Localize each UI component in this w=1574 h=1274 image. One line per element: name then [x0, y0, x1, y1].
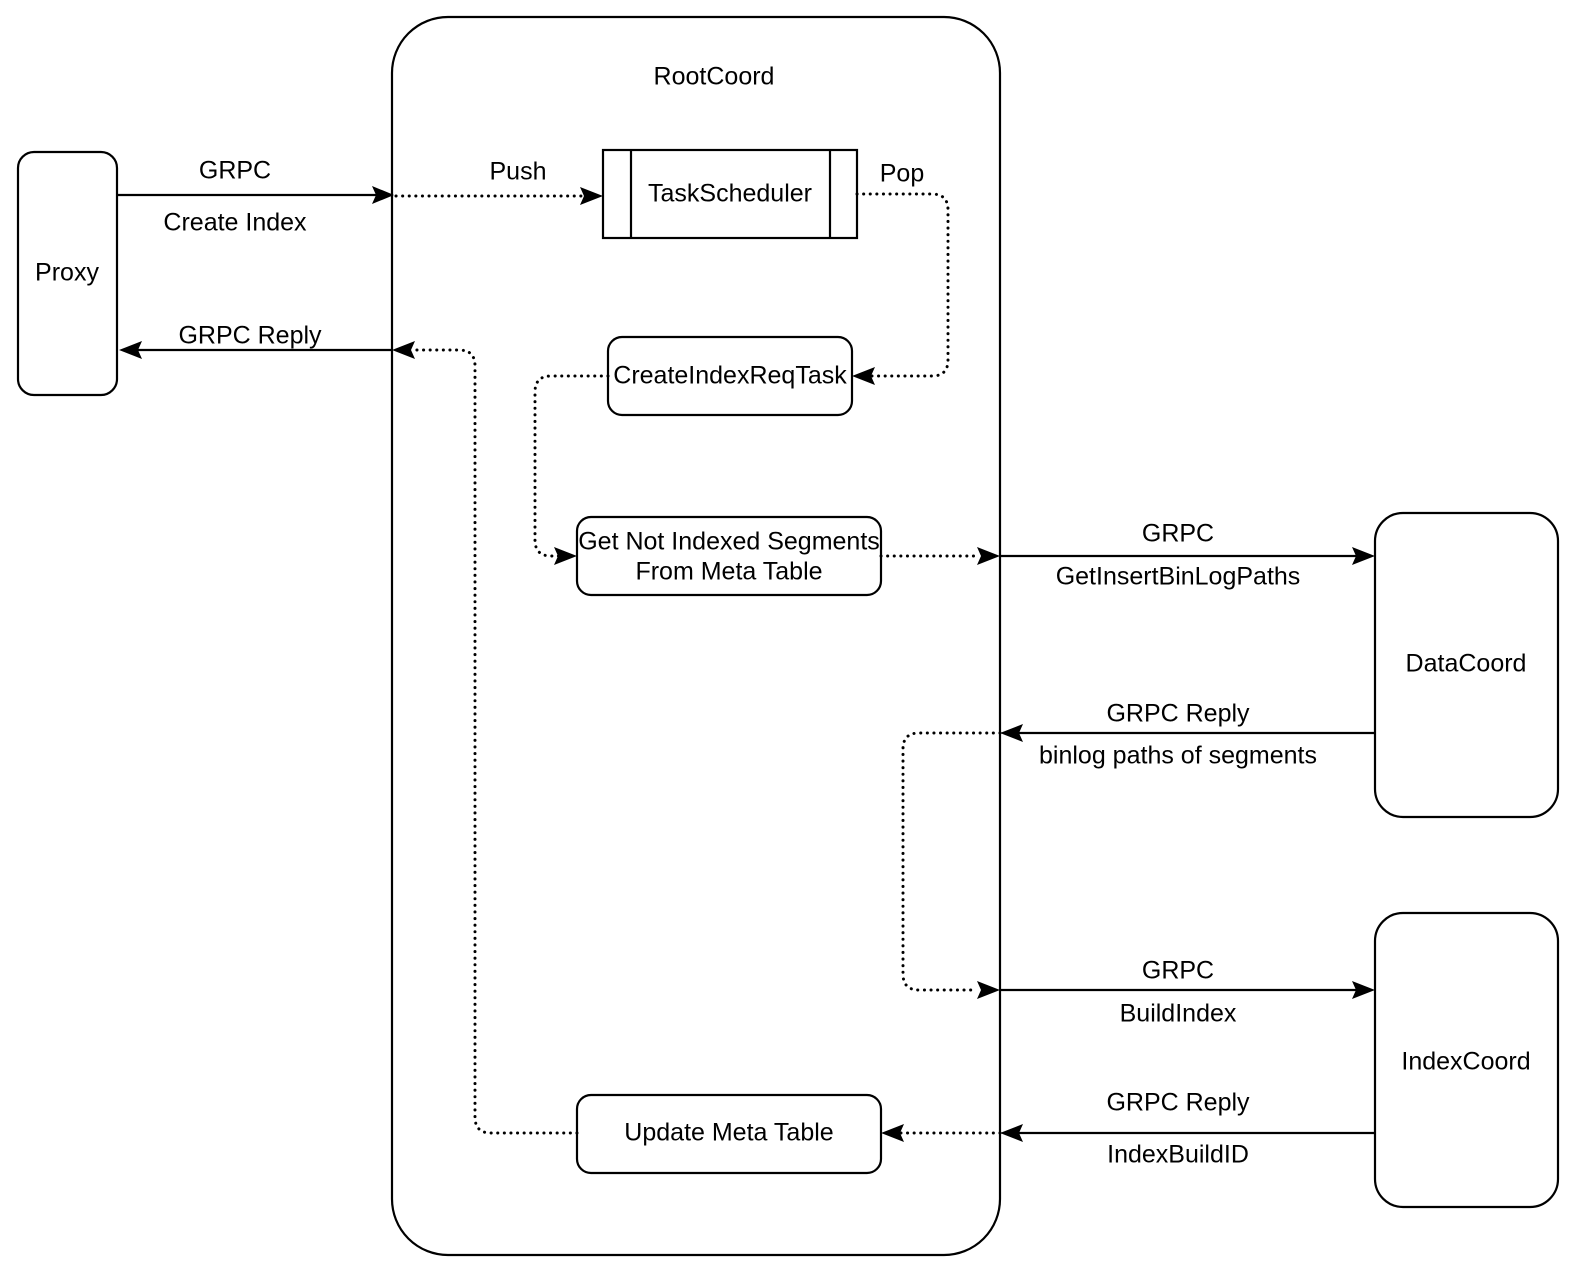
rootcoord-container — [390, 15, 1002, 1257]
edge-rootcoord-to-indexcoord-arrowhead — [1352, 981, 1375, 999]
edge-task-to-get-segments-arrowhead — [554, 547, 577, 565]
node-get-not-indexed-segments-label-line1: Get Not Indexed Segments — [578, 528, 880, 556]
node-proxy[interactable] — [16, 150, 119, 397]
node-task-scheduler[interactable] — [601, 148, 859, 240]
edge-update-meta-table-to-reply-arrowhead — [392, 341, 415, 359]
edge-rootcoord-to-indexcoord-label-line1: GRPC — [1142, 957, 1214, 985]
edge-rootcoord-to-datacoord-label-line2: GetInsertBinLogPaths — [1056, 563, 1301, 591]
node-create-index-req-task-label: CreateIndexReqTask — [613, 362, 847, 390]
node-update-meta-table-label: Update Meta Table — [624, 1119, 833, 1147]
edge-pop — [855, 192, 950, 378]
edge-get-segments-to-boundary-arrowhead — [977, 547, 1000, 565]
edge-boundary-to-update-meta-table-arrowhead — [881, 1124, 904, 1142]
edge-binlog-to-buildindex-loop-arrowhead — [977, 981, 1000, 999]
node-data-coord-label: DataCoord — [1406, 650, 1527, 678]
edge-proxy-to-rootcoord-label-line1: GRPC — [199, 157, 271, 185]
edge-proxy-to-rootcoord-label-line2: Create Index — [163, 209, 307, 237]
node-data-coord[interactable] — [1373, 511, 1560, 819]
edge-proxy-to-rootcoord-arrowhead — [372, 186, 394, 204]
node-proxy-label: Proxy — [35, 259, 99, 287]
edge-rootcoord-to-proxy-label: GRPC Reply — [178, 322, 322, 350]
node-task-scheduler-label: TaskScheduler — [648, 180, 812, 208]
edge-push-arrowhead — [580, 187, 603, 205]
edge-binlog-to-buildindex-loop — [901, 731, 1002, 992]
edge-rootcoord-to-datacoord-arrowhead — [1352, 547, 1375, 565]
edge-update-meta-table-to-reply — [410, 348, 579, 1135]
edge-indexcoord-to-rootcoord-label-line2: IndexBuildID — [1107, 1141, 1249, 1169]
edge-datacoord-to-rootcoord-arrowhead — [1000, 724, 1023, 742]
edge-rootcoord-to-indexcoord-label-line2: BuildIndex — [1120, 1000, 1237, 1028]
edge-rootcoord-to-datacoord-label-line1: GRPC — [1142, 520, 1214, 548]
edge-indexcoord-to-rootcoord-label-line1: GRPC Reply — [1106, 1089, 1250, 1117]
node-index-coord[interactable] — [1373, 911, 1560, 1209]
edge-datacoord-to-rootcoord-label-line2: binlog paths of segments — [1039, 742, 1317, 770]
edge-indexcoord-to-rootcoord-arrowhead — [1000, 1124, 1023, 1142]
edge-push-label: Push — [490, 158, 547, 186]
edge-datacoord-to-rootcoord-label-line1: GRPC Reply — [1106, 700, 1250, 728]
edge-rootcoord-to-proxy-arrowhead — [119, 341, 142, 359]
edge-pop-arrowhead — [852, 367, 875, 385]
node-index-coord-label: IndexCoord — [1401, 1048, 1530, 1076]
edge-task-to-get-segments — [533, 374, 610, 558]
node-get-not-indexed-segments-label-line2: From Meta Table — [635, 558, 822, 586]
rootcoord-container-label: RootCoord — [654, 63, 775, 91]
edge-pop-label: Pop — [880, 160, 924, 188]
